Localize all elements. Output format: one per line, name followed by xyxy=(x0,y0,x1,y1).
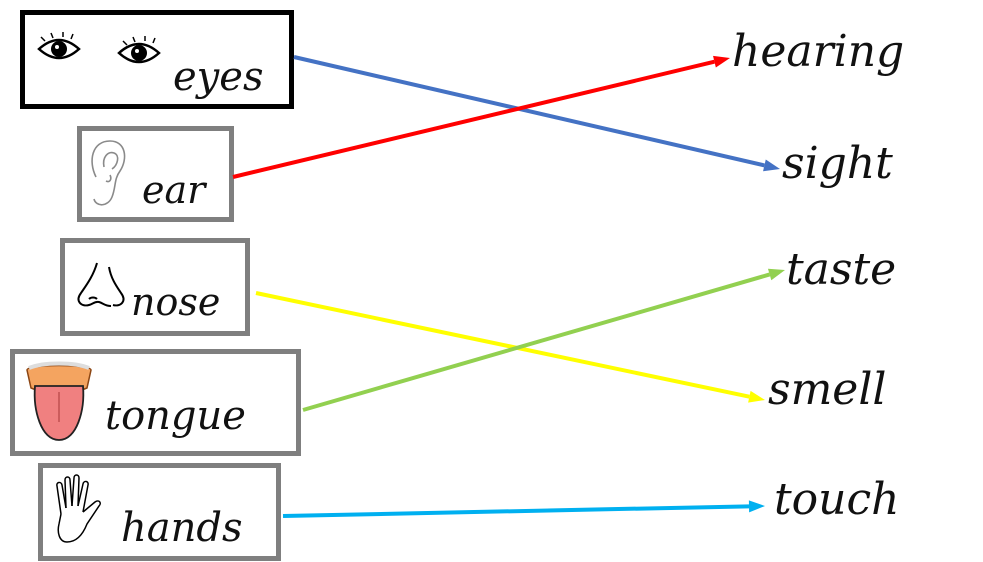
arrow-ear-to-hearing xyxy=(232,59,715,179)
ear-label: ear xyxy=(142,168,206,212)
nose-card: nose xyxy=(60,238,250,336)
eyes-card: eyes xyxy=(20,10,294,109)
hands-label: hands xyxy=(121,505,243,551)
tongue-card: tongue xyxy=(10,349,301,456)
arrowhead-taste xyxy=(767,268,785,281)
nose-label: nose xyxy=(131,280,221,324)
sense-hearing: hearing xyxy=(732,26,905,77)
sense-smell: smell xyxy=(768,364,887,415)
sense-taste: taste xyxy=(786,244,897,295)
arrowhead-hearing xyxy=(713,55,730,68)
arrowhead-smell xyxy=(748,390,765,403)
nose-icon xyxy=(77,262,125,307)
arrowhead-sight xyxy=(763,159,780,172)
sense-touch: touch xyxy=(774,474,900,525)
hand-icon xyxy=(56,474,101,543)
hands-card: hands xyxy=(38,463,281,561)
arrow-nose-to-smell xyxy=(255,291,750,399)
arrow-eyes-to-sight xyxy=(293,55,765,168)
eyes-icon xyxy=(37,32,161,64)
arrow-hands-to-touch xyxy=(282,504,750,518)
sense-sight: sight xyxy=(782,138,893,189)
ear-card: ear xyxy=(77,126,234,222)
arrowhead-touch xyxy=(748,500,765,513)
arrow-tongue-to-taste xyxy=(302,272,771,412)
ear-icon xyxy=(91,140,126,206)
tongue-icon xyxy=(26,361,92,441)
eyes-label: eyes xyxy=(173,54,264,100)
tongue-label: tongue xyxy=(105,393,246,439)
